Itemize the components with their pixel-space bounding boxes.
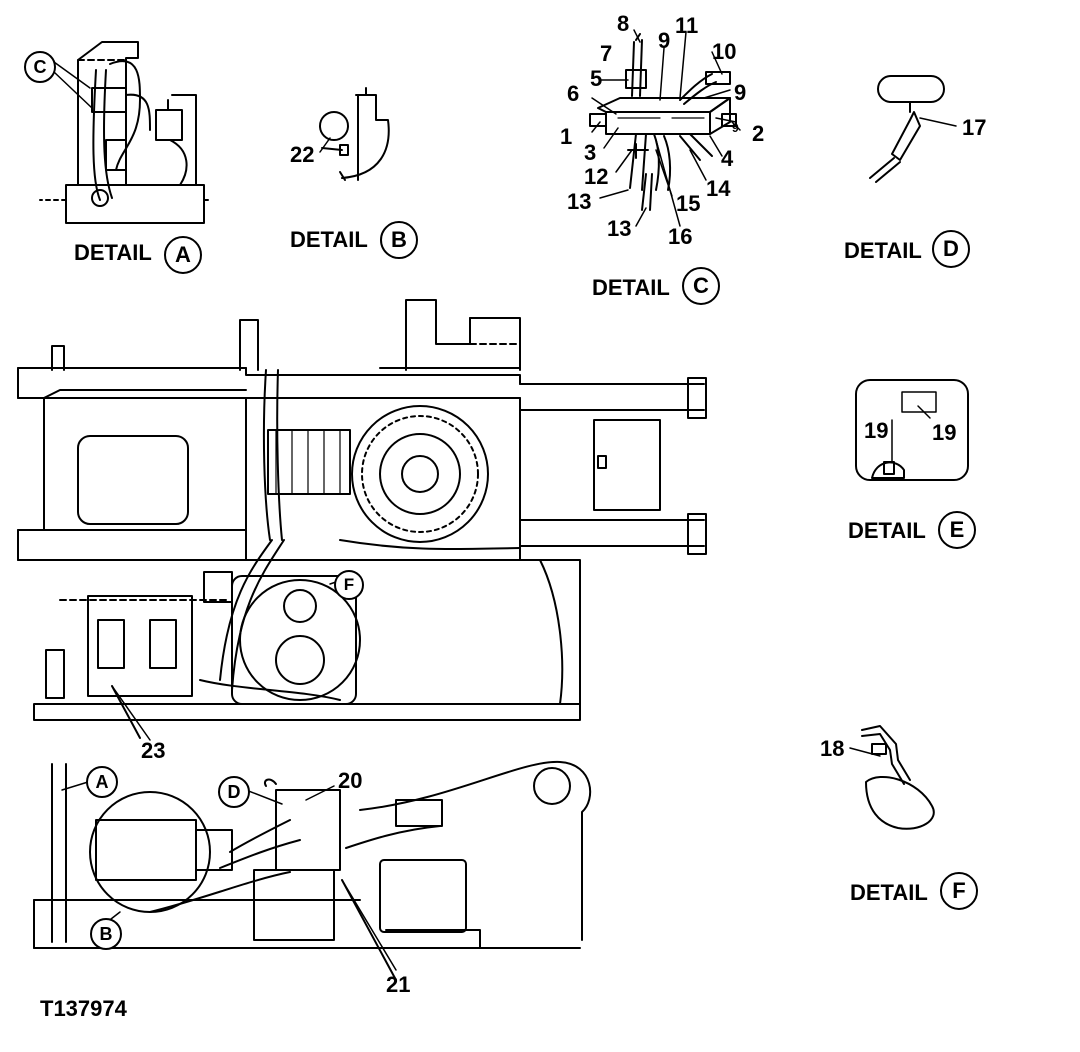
part-label-14: 14 <box>706 176 731 201</box>
detail-f-drawing <box>861 725 935 830</box>
part-label-22: 22 <box>290 142 315 167</box>
detail-c-drawing <box>589 33 737 211</box>
part-label-15: 15 <box>676 191 701 216</box>
callout-b: B <box>90 918 122 950</box>
callout-c-letter: C <box>33 57 47 77</box>
detail-e-drawing <box>855 379 969 481</box>
detail-a-letter-circle: A <box>164 236 202 274</box>
detail-c-caption: DETAIL <box>592 277 670 299</box>
part-label-7: 7 <box>600 41 613 66</box>
callout-d: D <box>218 776 250 808</box>
detail-c-letter-circle: C <box>682 267 720 305</box>
part-label-12: 12 <box>584 164 609 189</box>
part-label-19b: 19 <box>932 420 957 445</box>
callout-b-letter: B <box>99 924 113 944</box>
detail-b-drawing <box>319 87 390 181</box>
part-label-1: 1 <box>560 124 573 149</box>
part-label-10: 10 <box>712 39 737 64</box>
part-label-3: 3 <box>584 140 597 165</box>
detail-f-letter-circle: F <box>940 872 978 910</box>
detail-d-drawing <box>869 75 945 183</box>
detail-b-letter: B <box>391 227 407 252</box>
detail-a-letter: A <box>175 242 191 267</box>
detail-e-word: DETAIL <box>848 518 926 543</box>
part-label-5: 5 <box>590 66 603 91</box>
part-label-23: 23 <box>141 738 166 763</box>
part-label-9b: 9 <box>734 80 747 105</box>
callout-d-letter: D <box>227 782 241 802</box>
detail-f-caption: DETAIL <box>850 882 928 904</box>
detail-b-word: DETAIL <box>290 227 368 252</box>
detail-f-letter: F <box>952 878 966 903</box>
detail-c-word: DETAIL <box>592 275 670 300</box>
part-label-6: 6 <box>567 81 580 106</box>
part-label-11: 11 <box>675 13 699 38</box>
callout-c: C <box>24 51 56 83</box>
detail-f-word: DETAIL <box>850 880 928 905</box>
part-label-18: 18 <box>820 736 845 761</box>
callout-f: F <box>334 570 364 600</box>
part-label-13a: 13 <box>567 189 592 214</box>
figure-id: T137974 <box>40 996 127 1021</box>
detail-a-caption: DETAIL <box>74 242 152 264</box>
detail-d-letter: D <box>943 236 959 261</box>
detail-b-letter-circle: B <box>380 221 418 259</box>
detail-d-caption: DETAIL <box>844 240 922 262</box>
detail-e-letter: E <box>949 517 965 542</box>
callout-f-letter: F <box>343 575 355 594</box>
part-label-9c: 9 <box>732 121 739 135</box>
detail-c-letter: C <box>693 273 709 298</box>
callout-a: A <box>86 766 118 798</box>
part-label-13b: 13 <box>607 216 632 241</box>
side-view-drawing <box>33 760 592 981</box>
part-label-2: 2 <box>752 121 765 146</box>
detail-e-caption: DETAIL <box>848 520 926 542</box>
part-label-20: 20 <box>338 768 363 793</box>
detail-d-word: DETAIL <box>844 238 922 263</box>
main-top-view-drawing <box>17 299 707 739</box>
part-label-4: 4 <box>721 146 734 171</box>
detail-e-letter-circle: E <box>938 511 976 549</box>
leader-lines <box>53 29 957 971</box>
part-label-21: 21 <box>386 972 411 997</box>
detail-a-drawing <box>39 41 211 224</box>
detail-d-letter-circle: D <box>932 230 970 268</box>
detail-b-caption: DETAIL <box>290 229 368 251</box>
part-label-16: 16 <box>668 224 693 249</box>
detail-a-word: DETAIL <box>74 240 152 265</box>
part-label-9a: 9 <box>658 28 671 53</box>
part-label-17: 17 <box>962 115 987 140</box>
part-label-19a: 19 <box>864 418 889 443</box>
part-label-8: 8 <box>617 11 630 36</box>
callout-a-letter: A <box>95 772 109 792</box>
